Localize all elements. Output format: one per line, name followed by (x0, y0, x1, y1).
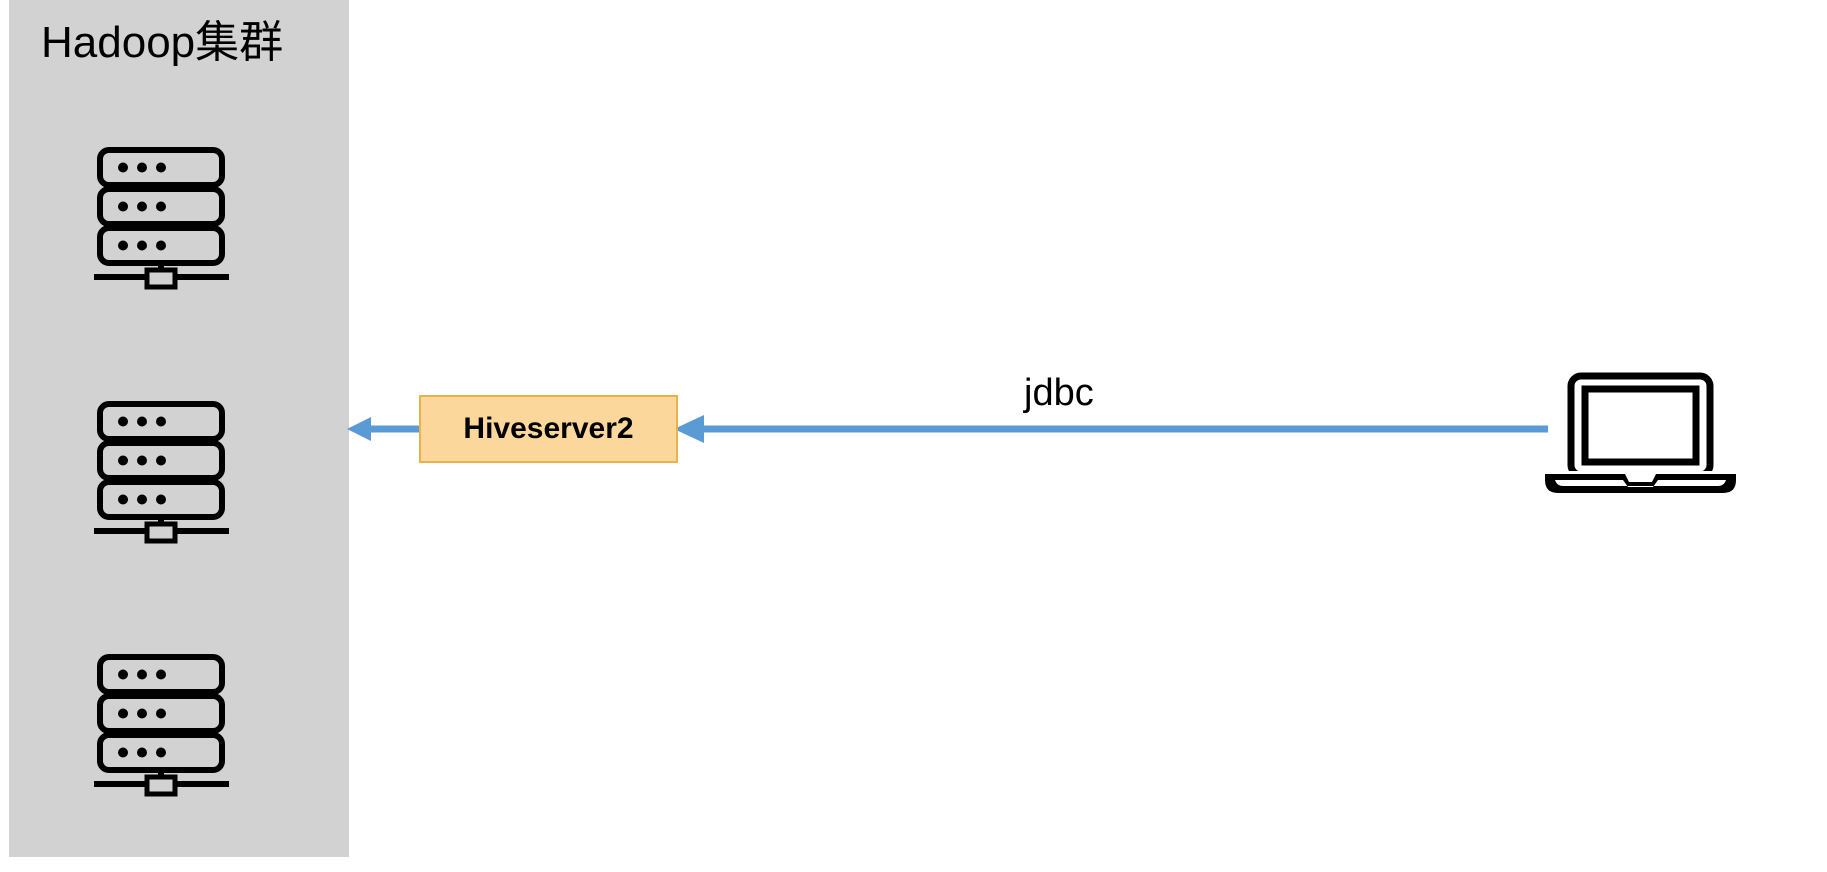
laptop-icon (1543, 372, 1738, 497)
hiveserver2-label: Hiveserver2 (463, 412, 634, 445)
jdbc-connection-label: jdbc (1024, 372, 1094, 414)
server-rack-icon (89, 400, 249, 545)
server-rack-icon (89, 146, 249, 291)
arrow-client-to-hiveserver2 (674, 415, 1548, 443)
cluster-title: Hadoop集群 (41, 18, 284, 67)
watermark-text (1355, 846, 1815, 872)
arrow-hiveserver2-to-cluster (347, 417, 425, 441)
hadoop-cluster-panel: Hadoop集群 (9, 0, 349, 857)
server-rack-icon (89, 653, 249, 798)
hiveserver2-node[interactable]: Hiveserver2 (419, 395, 678, 463)
